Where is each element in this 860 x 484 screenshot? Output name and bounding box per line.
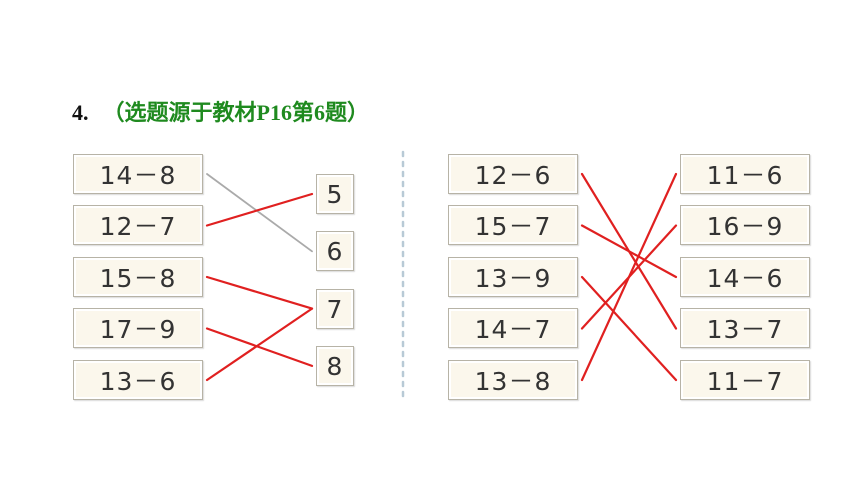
answer-box-8[interactable]: 8	[316, 346, 354, 386]
question-heading: 4. （选题源于教材P16第6题）	[72, 98, 369, 128]
right-right-expression-2[interactable]: 16－9	[680, 205, 810, 245]
left-matching-lines	[205, 173, 314, 382]
left-expression-2[interactable]: 12－7	[73, 205, 203, 245]
right-right-expression-1[interactable]: 11－6	[680, 154, 810, 194]
left-expression-5[interactable]: 13－6	[73, 360, 203, 400]
right-right-expression-4[interactable]: 13－7	[680, 308, 810, 348]
answer-box-6[interactable]: 6	[316, 231, 354, 271]
question-number: 4.	[72, 100, 89, 125]
right-matching-lines	[580, 172, 678, 382]
right-left-expression-2[interactable]: 15－7	[448, 205, 578, 245]
answer-box-7[interactable]: 7	[316, 289, 354, 329]
left-match-line-3	[205, 275, 314, 310]
left-expression-4[interactable]: 17－9	[73, 308, 203, 348]
right-match-line-2	[580, 224, 678, 279]
answer-box-5[interactable]: 5	[316, 174, 354, 214]
right-left-expression-5[interactable]: 13－8	[448, 360, 578, 400]
question-source: （选题源于教材P16第6题）	[102, 100, 369, 125]
right-match-line-3	[580, 275, 678, 382]
right-left-expression-4[interactable]: 14－7	[448, 308, 578, 348]
left-expression-3[interactable]: 15－8	[73, 257, 203, 297]
right-left-expression-3[interactable]: 13－9	[448, 257, 578, 297]
left-match-line-1	[206, 173, 313, 253]
left-match-line-4	[205, 327, 314, 367]
right-match-line-5	[580, 172, 678, 382]
left-expression-1[interactable]: 14－8	[73, 154, 203, 194]
right-right-expression-3[interactable]: 14－6	[680, 257, 810, 297]
right-left-expression-1[interactable]: 12－6	[448, 154, 578, 194]
right-right-expression-5[interactable]: 11－7	[680, 360, 810, 400]
left-match-line-5	[205, 307, 314, 382]
left-match-line-2	[205, 192, 314, 227]
